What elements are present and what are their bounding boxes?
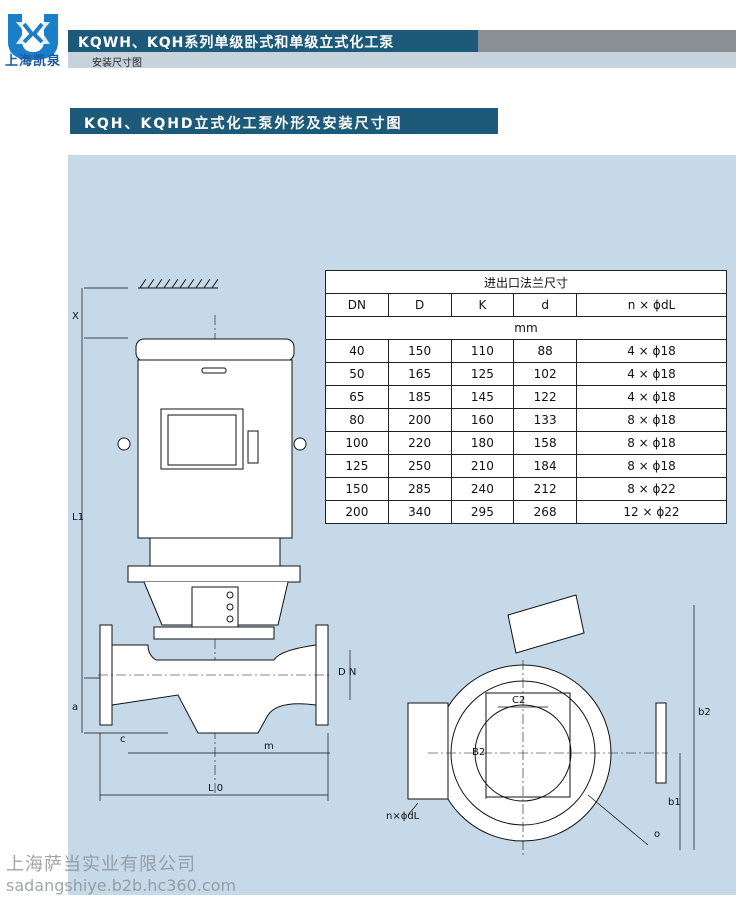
table-caption: 进出口法兰尺寸 — [325, 270, 727, 294]
dim-label-m: m — [264, 741, 274, 752]
header-subtitle: 安装尺寸图 — [92, 58, 142, 69]
table-cell: 165 — [387, 362, 452, 386]
dim-label-x: X — [72, 311, 79, 322]
col-header: d — [513, 293, 577, 317]
table-cell: 40 — [325, 339, 389, 363]
table-cell: 340 — [387, 500, 452, 524]
table-cell: 158 — [513, 431, 577, 455]
col-header: K — [450, 293, 515, 317]
kaiquan-logo-icon — [8, 14, 58, 60]
table-cell: 4 × ϕ18 — [576, 339, 727, 363]
table-cell: 200 — [387, 408, 452, 432]
table-cell: 8 × ϕ18 — [576, 408, 727, 432]
brand-name: 上海凯泉 — [4, 54, 61, 69]
table-cell: 80 — [325, 408, 389, 432]
table-cell: 88 — [513, 339, 577, 363]
header-title: KQWH、KQH系列单级卧式和单级立式化工泵 — [78, 35, 395, 51]
col-header: D — [387, 293, 452, 317]
table-cell: 133 — [513, 408, 577, 432]
dim-label-b2: B2 — [472, 747, 485, 758]
table-cell: 122 — [513, 385, 577, 409]
section-title-band — [70, 108, 498, 134]
dim-label-b1: b1 — [668, 797, 681, 808]
dim-label-l1: L1 — [72, 512, 84, 523]
dim-label-b2-right: b2 — [698, 707, 711, 718]
table-cell: 212 — [513, 477, 577, 501]
motor-lower — [149, 537, 281, 567]
subheader-bar — [68, 52, 736, 68]
dim-label-a: a — [72, 702, 78, 713]
table-cell: 4 × ϕ18 — [576, 362, 727, 386]
table-cell: 200 — [325, 500, 389, 524]
dim-label-c2: C2 — [512, 695, 525, 706]
table-cell: 50 — [325, 362, 389, 386]
table-cell: 220 — [387, 431, 452, 455]
table-cell: 8 × ϕ22 — [576, 477, 727, 501]
ceiling-hatch — [139, 278, 219, 289]
table-cell: 268 — [513, 500, 577, 524]
table-cell: 150 — [325, 477, 389, 501]
lifting-eye-right — [293, 437, 307, 451]
dim-label-bolt: n×ϕdL — [386, 811, 420, 822]
table-cell: 184 — [513, 454, 577, 478]
table-cell: 125 — [325, 454, 389, 478]
col-header: n × ϕdL — [576, 293, 727, 317]
lifting-eye-left — [117, 437, 131, 451]
table-cell: 250 — [387, 454, 452, 478]
pump-drawing: X L1 a c m L 0 D N C2 B2 b2 b1 o n×ϕdL — [72, 278, 711, 855]
table-cell: 110 — [450, 339, 515, 363]
section-title: KQH、KQHD立式化工泵外形及安装尺寸图 — [84, 116, 403, 132]
motor-cap — [135, 338, 295, 362]
table-cell: 240 — [450, 477, 515, 501]
watermark-url: sadangshiye.b2b.hc360.com — [6, 876, 237, 895]
table-cell: 145 — [450, 385, 515, 409]
motor-flange — [127, 565, 301, 583]
table-unit: mm — [325, 316, 727, 340]
plan-inlet-flange — [407, 702, 449, 800]
table-cell: 4 × ϕ18 — [576, 385, 727, 409]
table-cell: 180 — [450, 431, 515, 455]
nameplate — [201, 367, 227, 374]
table-cell: 150 — [387, 339, 452, 363]
dim-label-l0: L 0 — [208, 783, 223, 794]
table-cell: 12 × ϕ22 — [576, 500, 727, 524]
table-cell: 210 — [450, 454, 515, 478]
dim-label-dn: D N — [338, 667, 356, 678]
pump-casing — [111, 644, 317, 734]
table-cell: 8 × ϕ18 — [576, 454, 727, 478]
table-cell: 100 — [325, 431, 389, 455]
table-cell: 285 — [387, 477, 452, 501]
watermark-company: 上海萨当实业有限公司 — [6, 854, 196, 875]
table-cell: 295 — [450, 500, 515, 524]
plan-terminal-box — [507, 594, 585, 654]
terminal-box — [160, 408, 244, 470]
table-cell: 125 — [450, 362, 515, 386]
header-title-band — [68, 30, 478, 52]
table-cell: 65 — [325, 385, 389, 409]
terminal-box-inner — [167, 414, 237, 466]
table-cell: 8 × ϕ18 — [576, 431, 727, 455]
table-header-row: DN D K d n × ϕdL — [325, 293, 727, 317]
dim-label-o: o — [654, 829, 660, 840]
table-cell: 160 — [450, 408, 515, 432]
plan-outlet-flange — [655, 702, 667, 784]
col-header: DN — [325, 293, 389, 317]
table-cell: 102 — [513, 362, 577, 386]
table-cell: 185 — [387, 385, 452, 409]
dim-label-c: c — [120, 734, 126, 745]
